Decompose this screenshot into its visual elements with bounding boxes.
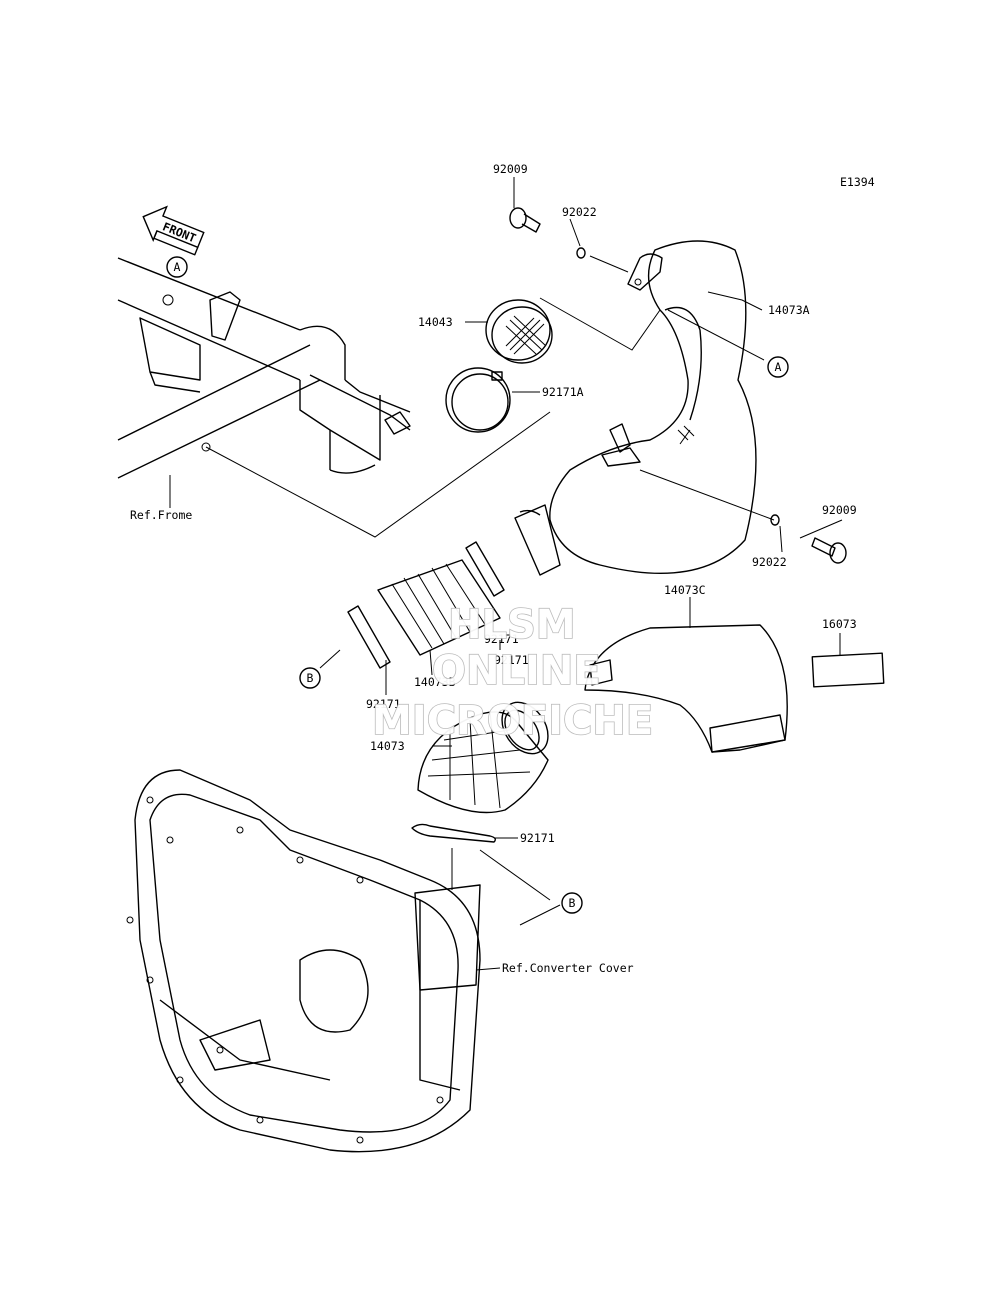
clamp-92171-small-1 bbox=[465, 541, 505, 597]
part-label-92171-bottom[interactable]: 92171 bbox=[520, 831, 555, 845]
watermark-line2: ONLINE bbox=[432, 648, 601, 694]
part-label-92009-top[interactable]: 92009 bbox=[493, 162, 528, 176]
marker-A-top: A bbox=[166, 256, 188, 278]
part-label-14073[interactable]: 14073 bbox=[370, 739, 405, 753]
part-label-14073A[interactable]: 14073A bbox=[768, 303, 810, 317]
washer-92022-right bbox=[770, 514, 780, 526]
watermark: HLSM ONLINE MICROFICHE bbox=[371, 601, 654, 745]
marker-A-right: A bbox=[767, 356, 789, 378]
front-arrow: FRONT bbox=[142, 205, 205, 256]
part-label-14043[interactable]: 14043 bbox=[418, 315, 453, 329]
filter-14043 bbox=[485, 299, 553, 364]
label-16073 bbox=[811, 652, 885, 688]
watermark-line1: HLSM bbox=[448, 602, 576, 648]
bolt-92009-top bbox=[509, 207, 541, 233]
washer-92022-top bbox=[576, 247, 586, 259]
duct-14073A bbox=[514, 240, 757, 576]
leader-lines bbox=[205, 177, 843, 971]
ref-label-frame: Ref.Frome bbox=[130, 508, 192, 522]
diagram-code: E1394 bbox=[840, 175, 875, 189]
svg-text:A: A bbox=[775, 360, 782, 374]
part-label-92171-left[interactable]: 92171 bbox=[366, 697, 401, 711]
part-label-92022-right[interactable]: 92022 bbox=[752, 555, 787, 569]
converter-cover-illustration bbox=[126, 769, 481, 1153]
cover-14073C bbox=[584, 624, 788, 753]
part-label-16073[interactable]: 16073 bbox=[822, 617, 857, 631]
marker-B-bottom: B bbox=[561, 892, 583, 914]
part-label-92022-top[interactable]: 92022 bbox=[562, 205, 597, 219]
clamp-92171-bottom bbox=[411, 823, 497, 843]
clamp-92171A bbox=[445, 367, 511, 433]
ref-label-converter-cover: Ref.Converter Cover bbox=[502, 961, 634, 975]
duct-14073B bbox=[377, 559, 501, 656]
part-label-92171-center[interactable]: 92171 bbox=[484, 632, 519, 646]
elbow-14073 bbox=[417, 701, 549, 814]
clamp-92171-small-2 bbox=[347, 605, 391, 669]
svg-text:B: B bbox=[307, 671, 314, 685]
svg-text:A: A bbox=[174, 260, 181, 274]
marker-B-left: B bbox=[299, 667, 321, 689]
watermark-line3: MICROFICHE bbox=[372, 698, 653, 744]
part-label-92171A[interactable]: 92171A bbox=[542, 385, 584, 399]
svg-text:B: B bbox=[569, 896, 576, 910]
part-label-14073B[interactable]: 14073B bbox=[414, 675, 456, 689]
part-label-92009-right[interactable]: 92009 bbox=[822, 503, 857, 517]
part-label-92171-center2[interactable]: 92171 bbox=[494, 653, 529, 667]
frame-illustration bbox=[117, 257, 411, 508]
part-label-14073C[interactable]: 14073C bbox=[664, 583, 706, 597]
bolt-92009-right bbox=[811, 537, 847, 564]
